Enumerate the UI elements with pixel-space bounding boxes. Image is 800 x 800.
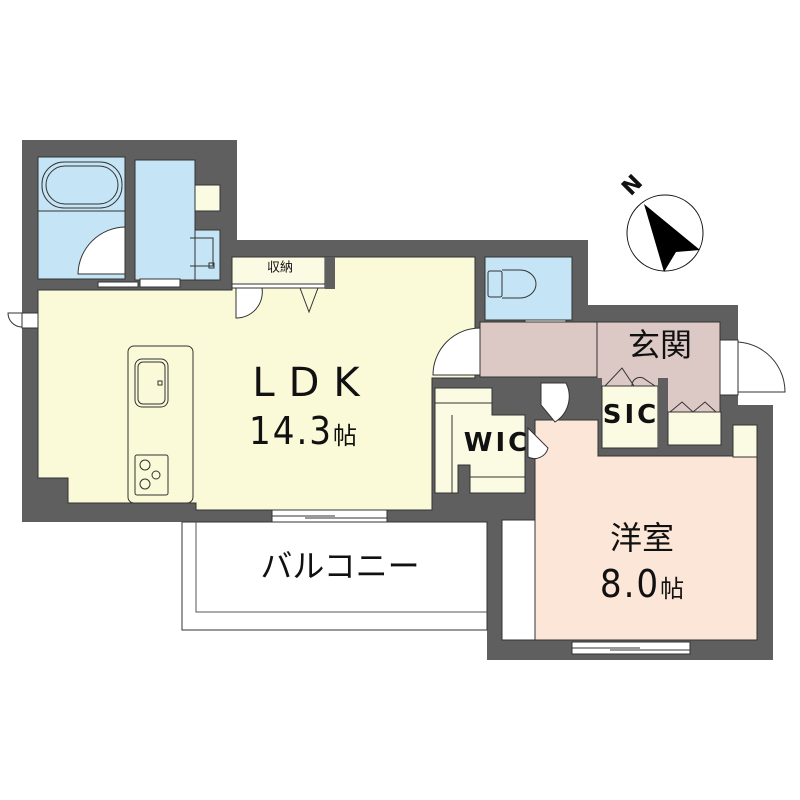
ldk-size-value: 14.3 (248, 409, 334, 453)
toilet-room (484, 256, 573, 321)
ldk-size: 14.3帖 (249, 412, 357, 450)
entrance-label: 玄関 (627, 326, 693, 364)
western-room-size-unit: 帖 (660, 575, 685, 603)
western-room-label: 洋室 (609, 519, 675, 557)
sic-label: SIC (602, 400, 660, 430)
western-room-size: 8.0帖 (600, 565, 684, 603)
entrance-door-icon (737, 341, 786, 393)
balcony-label: バルコニー (260, 547, 420, 585)
kitchen-counter (127, 345, 194, 504)
bath-door-icon (77, 226, 126, 275)
washroom-shelf (194, 184, 221, 212)
wic-closet (434, 387, 526, 494)
balcony (181, 521, 488, 631)
ldk-label: LDK (252, 360, 374, 406)
washing-machine-icon (190, 237, 214, 267)
storage-label: 収納 (266, 260, 294, 276)
washroom (134, 159, 196, 281)
compass-icon (626, 194, 704, 272)
wic-label: WIC (463, 428, 531, 458)
western-room-size-value: 8.0 (599, 562, 661, 606)
ldk-size-unit: 帖 (333, 422, 358, 450)
shoe-cabinet (667, 411, 722, 446)
hallway (479, 321, 598, 378)
bathtub-icon (38, 161, 125, 212)
sic-closet (592, 378, 602, 456)
storage-closet (231, 256, 326, 285)
toilet-icon (487, 269, 537, 299)
side-door-icon (7, 312, 23, 328)
